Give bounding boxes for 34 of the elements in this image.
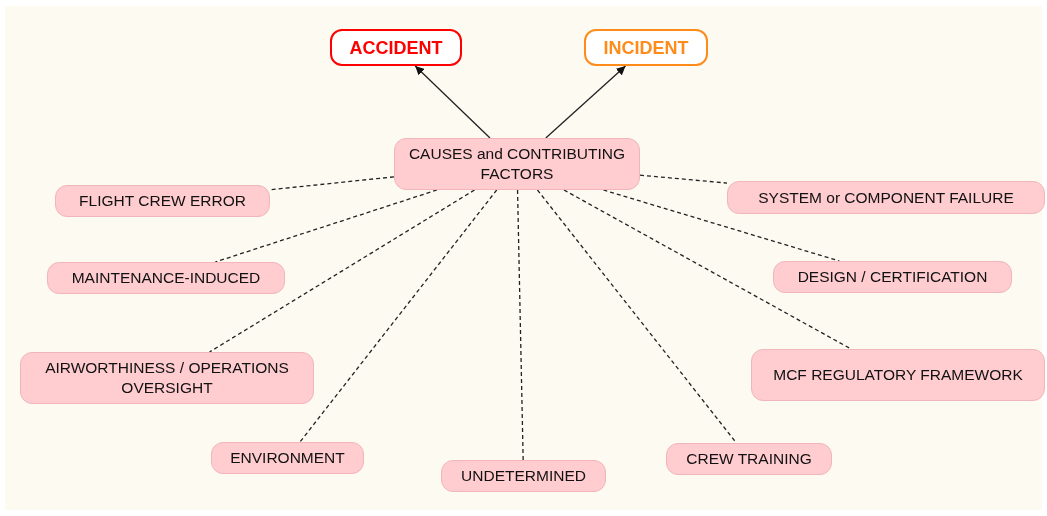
factor-box [751, 349, 1045, 401]
arrow [414, 65, 491, 139]
connector-line [299, 189, 498, 443]
factor-box [55, 185, 270, 217]
node-label: ACCIDENT [349, 37, 443, 58]
node-label: CAUSES and CONTRIBUTING FACTORS [407, 144, 627, 184]
connector-line [516, 189, 524, 461]
factor-box [47, 262, 285, 294]
outcome-box [330, 29, 462, 66]
node-label: FLIGHT CREW ERROR [79, 191, 246, 211]
node-label: MCF REGULATORY FRAMEWORK [773, 365, 1023, 385]
node-label: ENVIRONMENT [230, 448, 345, 468]
factor-box [773, 261, 1012, 293]
node-label: SYSTEM or COMPONENT FAILURE [758, 187, 1014, 208]
factor-box [20, 352, 314, 404]
factor-box [666, 443, 832, 475]
factor-box [211, 442, 364, 474]
connector-line [639, 174, 728, 184]
node-label: AIRWORTHINESS / OPERATIONS OVERSIGHT [44, 358, 290, 398]
connector-line [269, 176, 395, 191]
arrow [545, 65, 627, 139]
node-label: CREW TRAINING [686, 449, 812, 469]
connector-line [214, 189, 438, 263]
central-box [394, 138, 640, 190]
outcome-box [584, 29, 708, 66]
node-label: DESIGN / CERTIFICATION [797, 267, 988, 287]
node-label: INCIDENT [603, 37, 689, 58]
factor-box [727, 181, 1045, 214]
factor-box [441, 460, 606, 492]
connector-line [563, 189, 852, 350]
connector-line [208, 189, 476, 353]
node-label: UNDETERMINED [461, 466, 586, 486]
connector-line [536, 189, 738, 444]
node-label: MAINTENANCE-INDUCED [71, 268, 261, 288]
